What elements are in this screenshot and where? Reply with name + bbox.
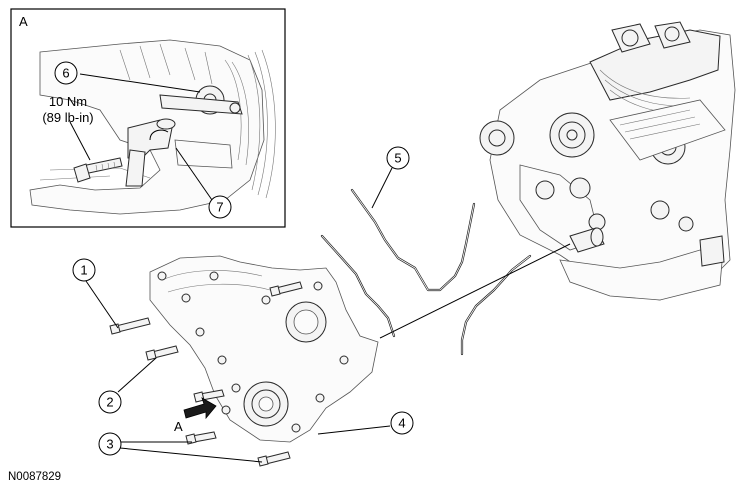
callout-5: 5 — [386, 146, 410, 170]
callout-3: 3 — [98, 432, 122, 456]
torque-imperial: (89 lb-in) — [42, 110, 93, 125]
callout-4: 4 — [390, 411, 414, 435]
leader-torque — [69, 121, 91, 161]
engine-assembly — [479, 21, 736, 301]
leader-1 — [85, 280, 119, 329]
leader-7 — [175, 147, 213, 201]
leader-6 — [79, 73, 201, 93]
inset-bolt — [73, 157, 123, 183]
leader-2 — [117, 357, 157, 393]
callout-6: 6 — [54, 61, 78, 85]
svg-text:4: 4 — [398, 416, 405, 431]
svg-text:2: 2 — [106, 395, 113, 410]
torque-metric: 10 Nm — [49, 94, 87, 109]
bolt-upper — [269, 281, 303, 297]
inset-letter: A — [19, 14, 28, 29]
gasket-left — [320, 234, 396, 338]
view-arrow-label: A — [174, 419, 183, 434]
svg-text:7: 7 — [216, 200, 223, 215]
view-direction-arrow-icon: A — [174, 397, 217, 434]
leader-3b — [119, 447, 263, 463]
callout-1: 1 — [72, 258, 96, 282]
engine-front-cover — [149, 255, 379, 443]
svg-text:5: 5 — [394, 151, 401, 166]
leader-5 — [371, 167, 393, 209]
bolt-1 — [109, 317, 151, 335]
svg-text:1: 1 — [80, 263, 87, 278]
bolt-2 — [145, 345, 179, 361]
svg-text:6: 6 — [62, 66, 69, 81]
svg-text:3: 3 — [106, 437, 113, 452]
figure-id: N0087829 — [8, 471, 61, 483]
crank-alignment-line — [379, 243, 571, 339]
gasket-upper — [350, 188, 476, 292]
bolt-mid — [193, 389, 225, 403]
bolt-3b — [257, 451, 291, 467]
callout-7: 7 — [208, 195, 232, 219]
callout-2: 2 — [98, 390, 122, 414]
sensor-part — [125, 118, 176, 187]
gasket-right — [460, 254, 532, 356]
inset-detail-a: A — [10, 8, 286, 228]
leader-4 — [317, 425, 391, 435]
